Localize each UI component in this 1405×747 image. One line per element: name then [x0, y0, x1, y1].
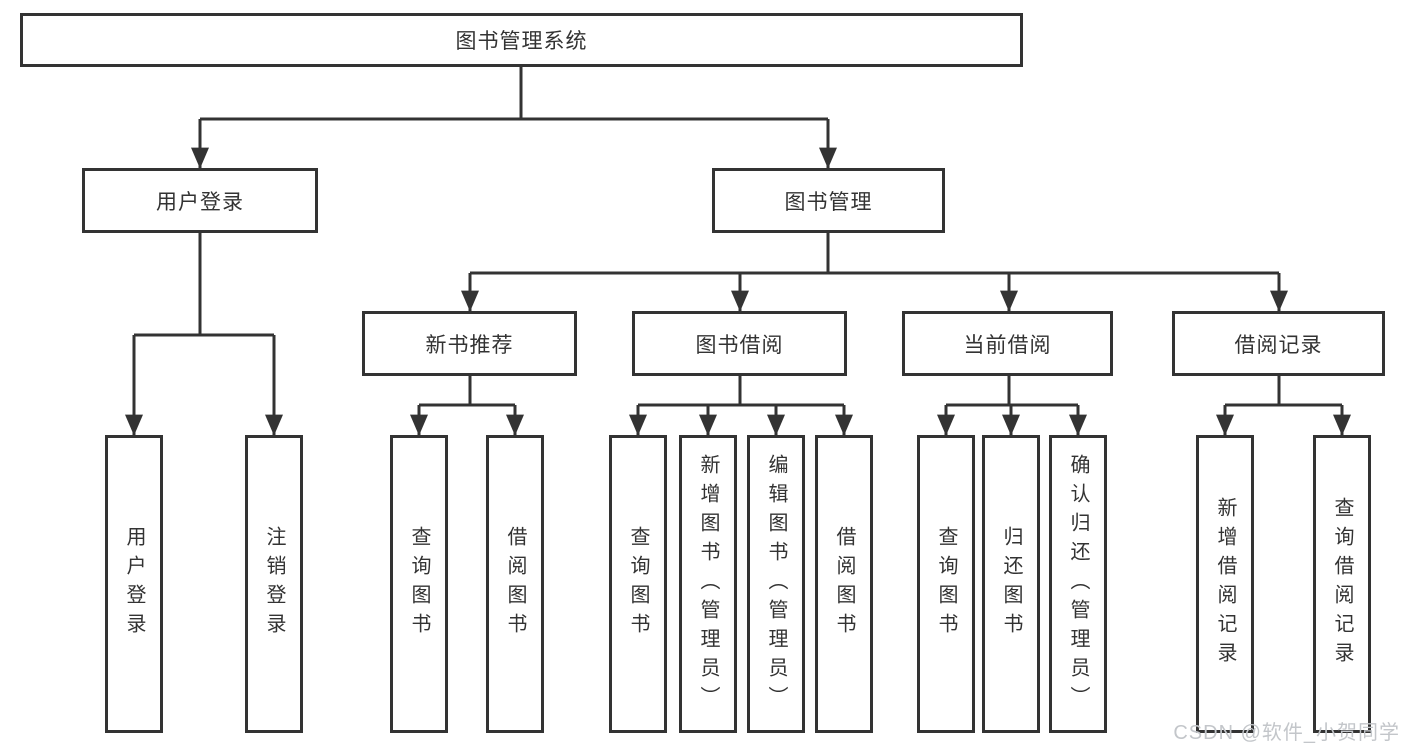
- leaf-query-borrow-record: 查询借阅记录: [1313, 435, 1371, 733]
- leaf-confirm-return-admin: 确认归还（管理员）: [1049, 435, 1107, 733]
- node-book-management: 图书管理: [712, 168, 945, 233]
- leaf-current-query-books: 查询图书: [917, 435, 975, 733]
- node-user-login: 用户登录: [82, 168, 318, 233]
- leaf-add-book-admin: 新增图书（管理员）: [679, 435, 737, 733]
- node-book-borrow: 图书借阅: [632, 311, 847, 376]
- leaf-add-borrow-record: 新增借阅记录: [1196, 435, 1254, 733]
- leaf-user-login: 用户登录: [105, 435, 163, 733]
- leaf-borrow-query-books: 查询图书: [609, 435, 667, 733]
- node-current-borrow: 当前借阅: [902, 311, 1113, 376]
- leaf-logout: 注销登录: [245, 435, 303, 733]
- leaf-return-book: 归还图书: [982, 435, 1040, 733]
- node-root-system: 图书管理系统: [20, 13, 1023, 67]
- leaf-recommend-query-books: 查询图书: [390, 435, 448, 733]
- csdn-watermark: CSDN @软件_小贺同学: [1173, 722, 1400, 744]
- node-new-book-recommend: 新书推荐: [362, 311, 577, 376]
- leaf-borrow-book: 借阅图书: [815, 435, 873, 733]
- node-borrow-records: 借阅记录: [1172, 311, 1385, 376]
- leaf-recommend-borrow-books: 借阅图书: [486, 435, 544, 733]
- leaf-edit-book-admin: 编辑图书（管理员）: [747, 435, 805, 733]
